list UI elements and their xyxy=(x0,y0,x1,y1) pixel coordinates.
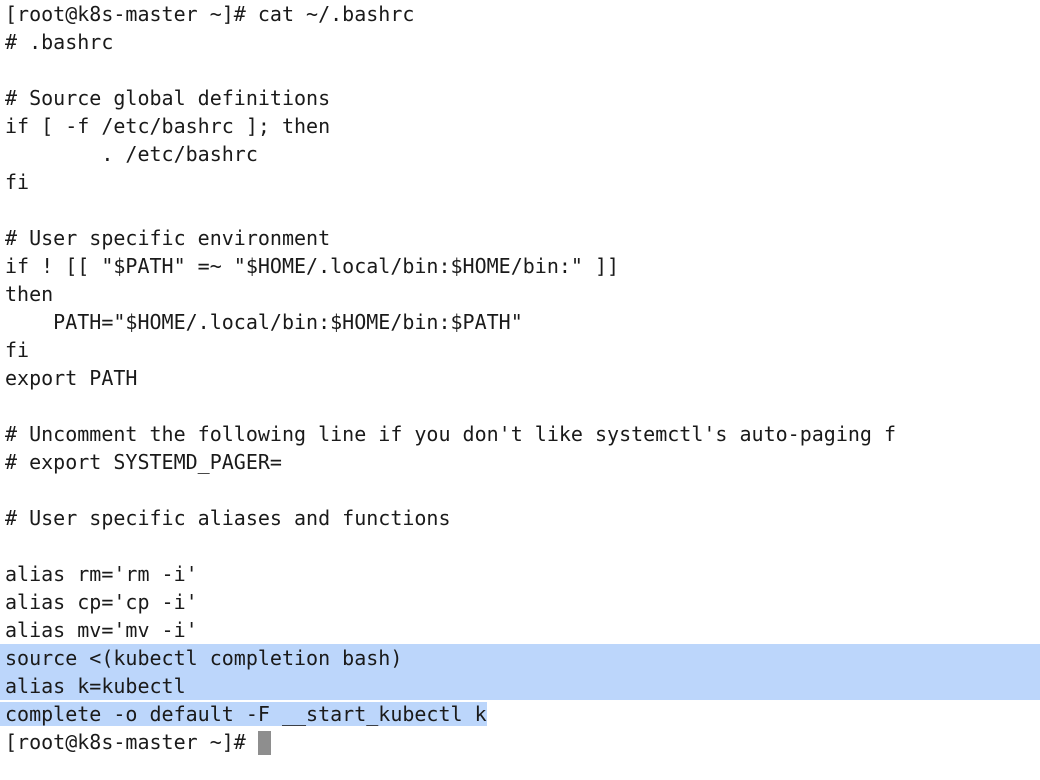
selected-text-run[interactable]: complete -o default -F __start_kubectl k xyxy=(0,702,487,726)
terminal-line: if ! [[ "$PATH" =~ "$HOME/.local/bin:$HO… xyxy=(5,254,620,278)
terminal-line xyxy=(0,532,1040,560)
terminal-line xyxy=(0,476,1040,504)
terminal-line: # User specific aliases and functions xyxy=(5,506,451,530)
shell-prompt: [root@k8s-master ~]# xyxy=(5,730,258,754)
terminal-line xyxy=(0,196,1040,224)
text-cursor xyxy=(257,730,271,755)
terminal-line: if [ -f /etc/bashrc ]; then xyxy=(5,114,331,138)
terminal-line: alias mv='mv -i' xyxy=(5,618,198,642)
terminal-line: # User specific environment xyxy=(5,226,331,250)
terminal-line: . /etc/bashrc xyxy=(5,142,258,166)
terminal-line: # Uncomment the following line if you do… xyxy=(5,422,897,446)
terminal-line: # .bashrc xyxy=(5,30,114,54)
terminal-line xyxy=(0,392,1040,420)
terminal-line xyxy=(0,56,1040,84)
terminal-line: export PATH xyxy=(5,366,138,390)
selected-terminal-line[interactable]: alias k=kubectl xyxy=(0,672,1040,700)
selected-terminal-line[interactable]: source <(kubectl completion bash) xyxy=(0,644,1040,672)
terminal-line: PATH="$HOME/.local/bin:$HOME/bin:$PATH" xyxy=(5,310,523,334)
terminal-line: then xyxy=(5,282,54,306)
selected-terminal-line[interactable]: complete -o default -F __start_kubectl k xyxy=(0,700,1040,728)
terminal-line: # export SYSTEMD_PAGER= xyxy=(5,450,282,474)
terminal-line: [root@k8s-master ~]# cat ~/.bashrc xyxy=(5,2,415,26)
terminal-line: alias cp='cp -i' xyxy=(5,590,198,614)
terminal-line: # Source global definitions xyxy=(5,86,331,110)
terminal-line: fi xyxy=(5,338,30,362)
terminal-line: alias rm='rm -i' xyxy=(5,562,198,586)
terminal-output: [root@k8s-master ~]# cat ~/.bashrc # .ba… xyxy=(0,2,1040,756)
terminal-line: fi xyxy=(5,170,30,194)
prompt-line[interactable]: [root@k8s-master ~]# xyxy=(0,728,1040,756)
